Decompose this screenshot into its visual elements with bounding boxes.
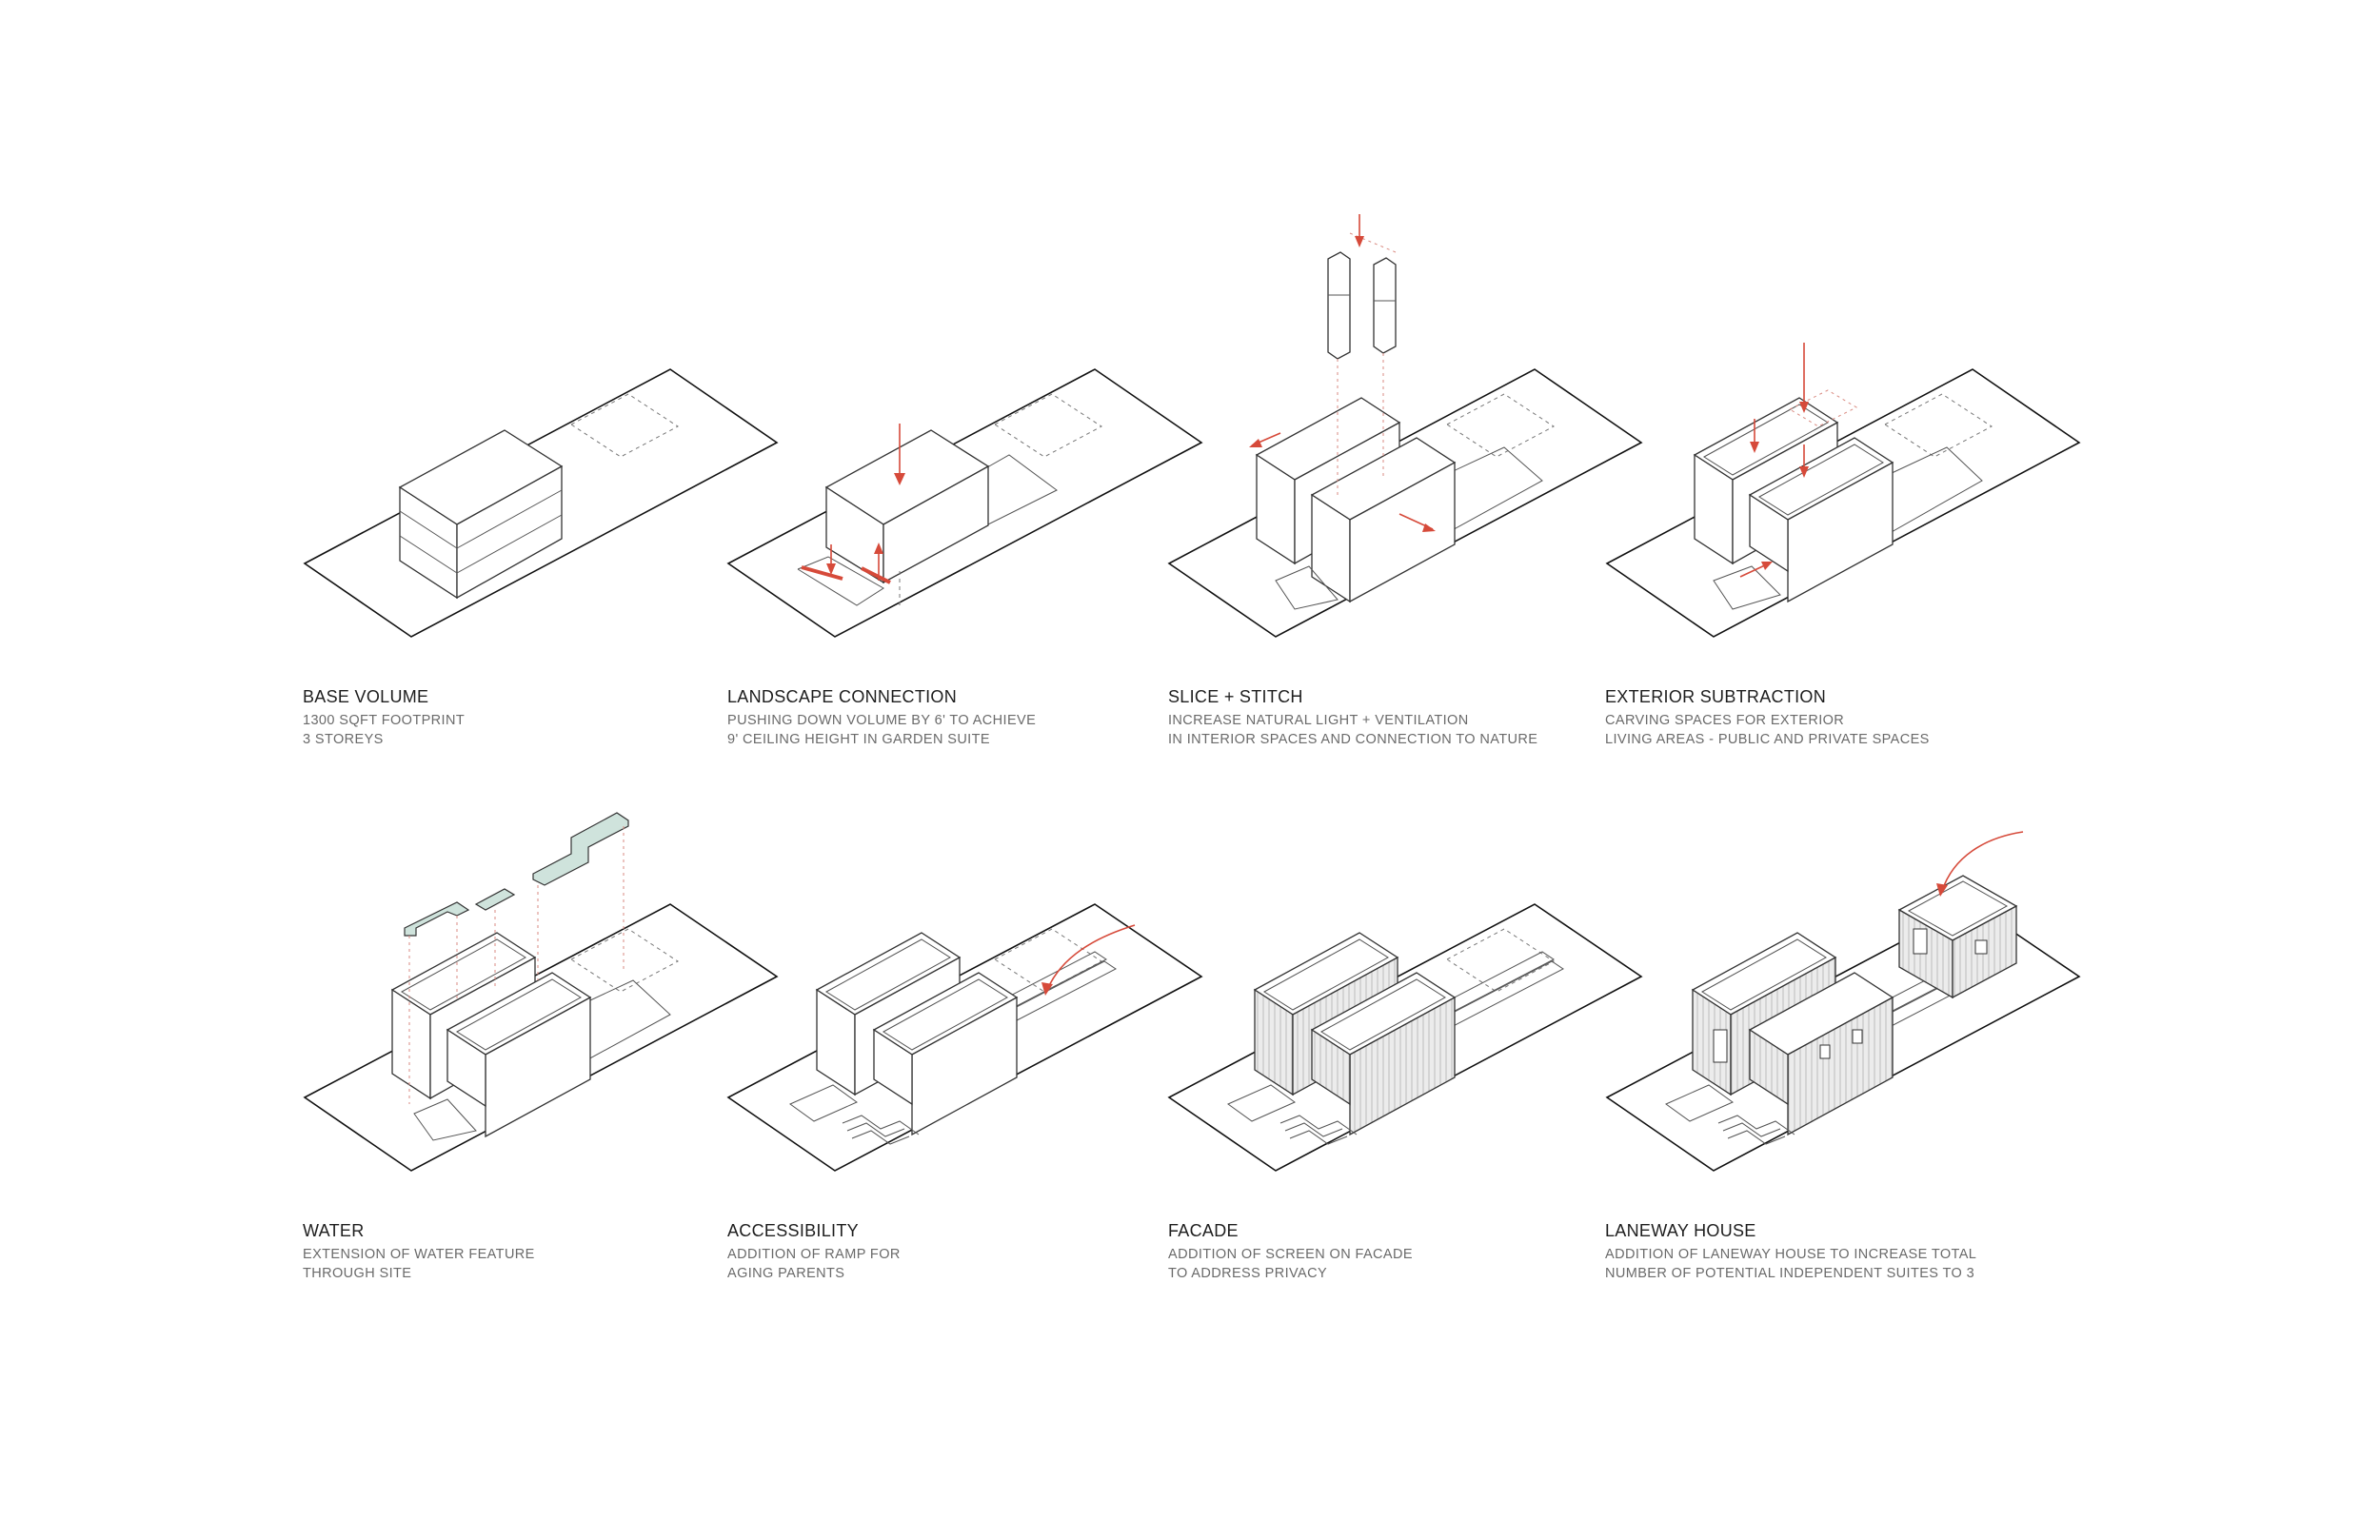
diagram-slice-stitch (1167, 214, 1643, 638)
caption-title: WATER (303, 1221, 365, 1240)
caption-line: 9' CEILING HEIGHT IN GARDEN SUITE (727, 732, 990, 747)
caption-title: SLICE + STITCH (1168, 687, 1303, 706)
diagram-base-volume (303, 368, 779, 638)
caption-line: CARVING SPACES FOR EXTERIOR (1605, 713, 1845, 728)
caption-title: LANEWAY HOUSE (1605, 1221, 1756, 1240)
caption-line: INCREASE NATURAL LIGHT + VENTILATION (1168, 713, 1469, 728)
caption-title: BASE VOLUME (303, 687, 429, 706)
caption-line: 1300 SQFT FOOTPRINT (303, 713, 466, 728)
diagram-exterior-subtraction (1605, 343, 2081, 638)
diagram-laneway-house (1605, 831, 2081, 1172)
caption-landscape-connection: LANDSCAPE CONNECTION PUSHING DOWN VOLUME… (727, 687, 1036, 749)
caption-title: EXTERIOR SUBTRACTION (1605, 687, 1827, 706)
caption-slice-stitch: SLICE + STITCH INCREASE NATURAL LIGHT + … (1168, 687, 1537, 749)
caption-line: THROUGH SITE (303, 1266, 412, 1281)
caption-line: NUMBER OF POTENTIAL INDEPENDENT SUITES T… (1605, 1266, 1975, 1281)
caption-exterior-subtraction: EXTERIOR SUBTRACTION CARVING SPACES FOR … (1605, 687, 1930, 749)
caption-laneway-house: LANEWAY HOUSE ADDITION OF LANEWAY HOUSE … (1605, 1221, 1976, 1283)
caption-line: LIVING AREAS - PUBLIC AND PRIVATE SPACES (1605, 732, 1930, 747)
caption-title: ACCESSIBILITY (727, 1221, 859, 1240)
caption-line: PUSHING DOWN VOLUME BY 6' TO ACHIEVE (727, 713, 1037, 728)
caption-line: IN INTERIOR SPACES AND CONNECTION TO NAT… (1168, 732, 1538, 747)
caption-accessibility: ACCESSIBILITY ADDITION OF RAMP FOR AGING… (727, 1221, 901, 1283)
caption-line: 3 STOREYS (303, 732, 384, 747)
diagram-water (303, 812, 779, 1172)
caption-base-volume: BASE VOLUME 1300 SQFT FOOTPRINT 3 STOREY… (303, 687, 465, 749)
caption-line: EXTENSION OF WATER FEATURE (303, 1247, 535, 1262)
caption-line: TO ADDRESS PRIVACY (1168, 1266, 1328, 1281)
diagram-facade (1167, 903, 1643, 1172)
diagram-landscape-connection (726, 368, 1203, 638)
caption-title: FACADE (1168, 1221, 1239, 1240)
diagram-accessibility (726, 903, 1203, 1172)
caption-title: LANDSCAPE CONNECTION (727, 687, 958, 706)
caption-line: ADDITION OF LANEWAY HOUSE TO INCREASE TO… (1605, 1247, 1977, 1262)
caption-line: ADDITION OF SCREEN ON FACADE (1168, 1247, 1413, 1262)
caption-water: WATER EXTENSION OF WATER FEATURE THROUGH… (303, 1221, 535, 1283)
caption-line: AGING PARENTS (727, 1266, 845, 1281)
caption-line: ADDITION OF RAMP FOR (727, 1247, 901, 1262)
caption-facade: FACADE ADDITION OF SCREEN ON FACADE TO A… (1168, 1221, 1413, 1283)
